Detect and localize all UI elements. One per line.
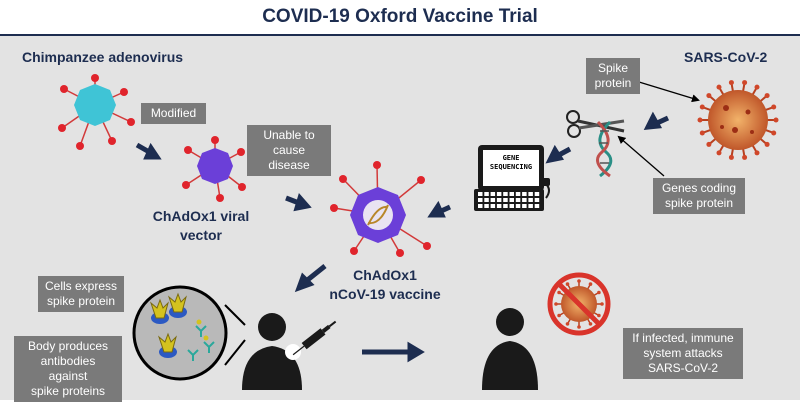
- page-title: COVID-19 Oxford Vaccine Trial: [262, 6, 538, 27]
- sars-cov-2-icon: [697, 80, 779, 160]
- vaccine-label: ChAdOx1 nCoV-19 vaccine: [312, 266, 458, 304]
- modified-box: Modified: [141, 103, 206, 124]
- computer-icon: [474, 145, 550, 211]
- label-line: ChAdOx1: [353, 267, 417, 283]
- adenovirus-icon: [58, 74, 135, 150]
- person-icon: [482, 308, 538, 390]
- person-icon: [242, 313, 302, 390]
- box-line: spike protein: [46, 294, 116, 308]
- pointer-arrows: [617, 81, 700, 177]
- cells-express-box: Cells express spike protein: [38, 276, 124, 312]
- screen-line: GENE: [502, 154, 520, 162]
- genes-coding-box: Genes coding spike protein: [653, 178, 745, 214]
- box-line: protein: [594, 76, 632, 90]
- process-arrows: [135, 111, 670, 363]
- no-virus-icon: [547, 272, 611, 336]
- box-line: Genes coding: [661, 181, 737, 195]
- if-infected-box: If infected, immune system attacks SARS-…: [623, 328, 743, 379]
- box-line: Unable to: [263, 128, 315, 142]
- title-bar: COVID-19 Oxford Vaccine Trial: [0, 0, 800, 36]
- dna-icon: [596, 120, 613, 178]
- box-line: If infected, immune: [632, 331, 734, 345]
- scissors-icon: [566, 110, 625, 138]
- unable-to-cause-disease-box: Unable to cause disease: [247, 125, 331, 176]
- spike-protein-box: Spike protein: [586, 58, 640, 94]
- box-line: Cells express: [44, 279, 118, 293]
- magnifier-icon: [132, 285, 246, 381]
- box-line: Body produces: [27, 339, 109, 353]
- box-line: spike proteins: [30, 384, 106, 398]
- body-produces-box: Body produces antibodies against spike p…: [14, 336, 122, 402]
- box-line: cause disease: [268, 143, 310, 172]
- box-line: system attacks: [643, 346, 723, 360]
- box-line: antibodies against: [40, 354, 96, 383]
- viral-vector-icon: [182, 136, 246, 202]
- viral-vector-label: ChAdOx1 viral vector: [120, 207, 282, 245]
- label-line: nCoV-19 vaccine: [329, 286, 441, 302]
- computer-screen-text: GENE SEQUENCING: [483, 154, 539, 172]
- box-line: spike protein: [664, 196, 734, 210]
- syringe-icon: [292, 320, 337, 356]
- label-line: ChAdOx1 viral: [152, 208, 250, 224]
- screen-line: SEQUENCING: [489, 163, 533, 171]
- label-line: vector: [179, 227, 223, 243]
- box-line: Spike: [597, 61, 629, 75]
- box-line: SARS-CoV-2: [647, 361, 719, 375]
- sars-cov-2-label: SARS-CoV-2: [684, 49, 768, 65]
- chimpanzee-adenovirus-label: Chimpanzee adenovirus: [22, 49, 184, 65]
- vaccine-icon: [330, 161, 431, 257]
